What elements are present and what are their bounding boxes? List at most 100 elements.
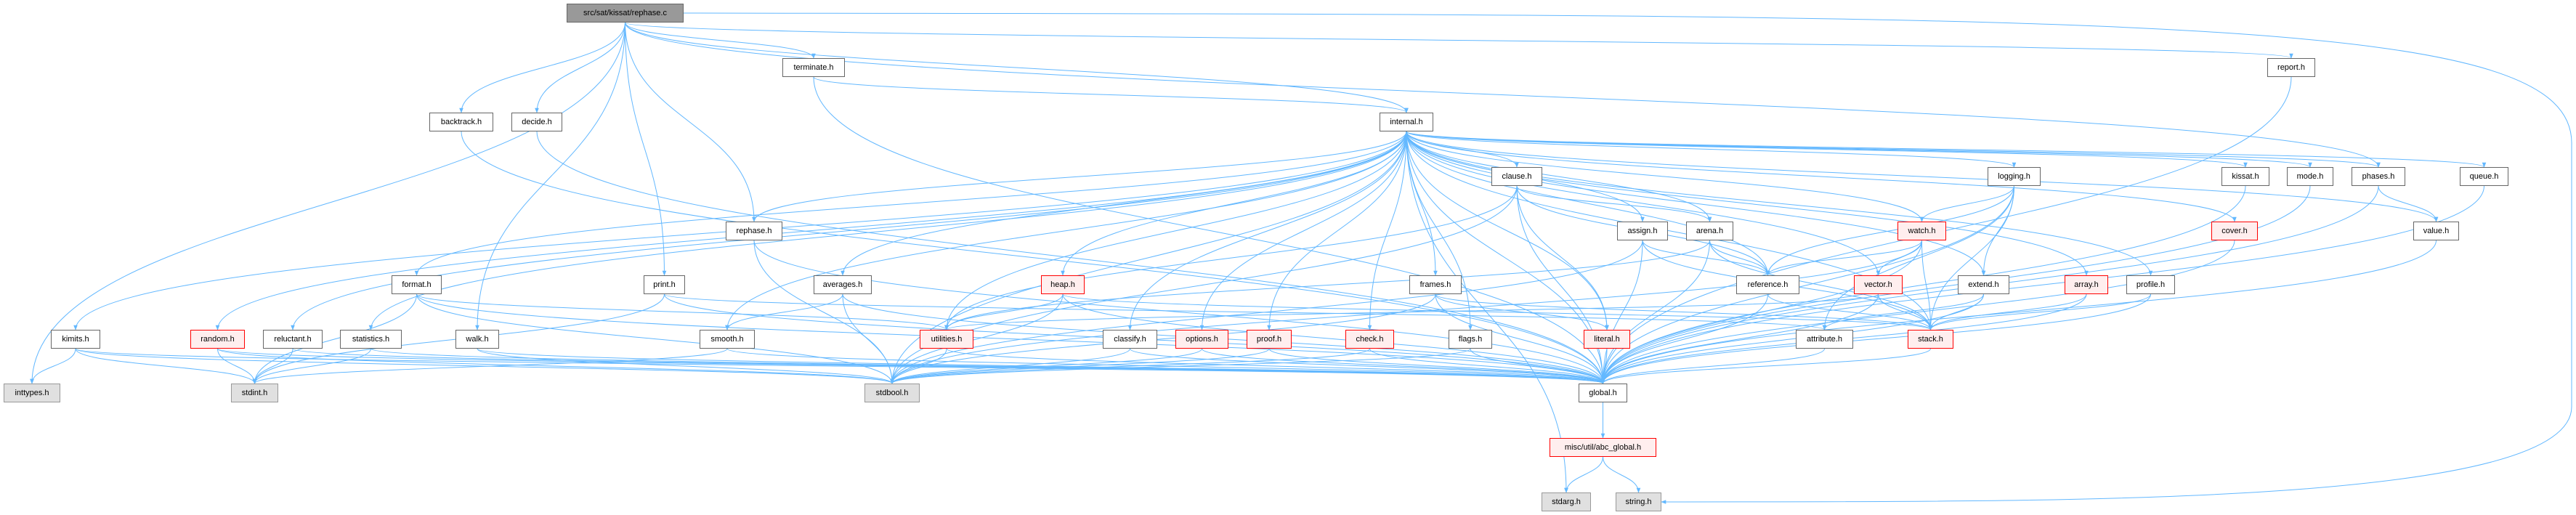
graph-node-decide[interactable]: decide.h [511,113,562,131]
graph-node-stdbool[interactable]: stdbool.h [864,384,920,402]
edge-frames-to-literal [1435,293,1609,331]
edge-logging-to-stack [1928,185,2014,331]
graph-node-proof[interactable]: proof.h [1247,330,1292,349]
edge-root-to-decide [535,22,625,113]
graph-node-inttypes[interactable]: inttypes.h [4,384,60,402]
edge-internal-to-arena [1406,131,1712,222]
edge-decide-to-global [536,131,1605,384]
edge-walk-to-global [477,348,1605,384]
graph-node-vector[interactable]: vector.h [1854,275,1903,294]
graph-node-profile[interactable]: profile.h [2126,275,2175,294]
edge-kimits-to-global [75,348,1605,384]
edge-internal-to-classify [1127,131,1407,331]
graph-node-stdarg[interactable]: stdarg.h [1542,492,1591,511]
graph-node-assign[interactable]: assign.h [1617,222,1668,240]
edge-kissat-to-global [1600,185,2246,384]
graph-node-reference[interactable]: reference.h [1736,275,1799,294]
graph-node-reluctant[interactable]: reluctant.h [263,330,323,349]
graph-node-statistics[interactable]: statistics.h [340,330,402,349]
edge-internal-to-smooth [725,131,1407,331]
graph-node-cover[interactable]: cover.h [2211,222,2258,240]
edge-abc_global-to-string [1603,456,1641,493]
graph-node-abc-global[interactable]: misc/util/abc_global.h [1550,438,1656,457]
edge-smooth-to-global [726,348,1605,384]
edge-format-to-stdint [252,293,417,384]
edge-internal-to-literal [1406,131,1609,331]
graph-node-global[interactable]: global.h [1579,384,1627,402]
graph-node-attribute[interactable]: attribute.h [1796,330,1853,349]
edge-internal-to-reference [1406,131,1770,276]
edge-kimits-to-inttypes [30,348,76,384]
edge-frames-to-stack [1435,293,1933,331]
graph-node-check[interactable]: check.h [1345,330,1394,349]
edge-internal-to-mode [1406,131,2312,168]
graph-node-logging[interactable]: logging.h [1988,167,2041,186]
edge-internal-to-statistics [368,131,1407,331]
edge-reluctant-to-stdint [252,348,293,384]
graph-node-literal[interactable]: literal.h [1584,330,1630,349]
edge-averages-to-stdbool [842,293,894,384]
edge-logging-to-watch [1919,185,2014,222]
edge-internal-to-watch [1406,131,1924,222]
graph-node-value[interactable]: value.h [2413,222,2459,240]
edge-clause-to-global [1516,185,1605,384]
graph-node-kimits[interactable]: kimits.h [51,330,100,349]
graph-node-utilities[interactable]: utilities.h [920,330,973,349]
graph-node-report[interactable]: report.h [2267,58,2315,77]
graph-node-classify[interactable]: classify.h [1103,330,1157,349]
graph-node-clause[interactable]: clause.h [1491,167,1542,186]
graph-node-rephaseh[interactable]: rephase.h [726,222,782,240]
graph-node-stack[interactable]: stack.h [1908,330,1953,349]
graph-node-string[interactable]: string.h [1616,492,1661,511]
edge-internal-to-random [215,131,1407,331]
edge-internal-to-profile [1406,131,2153,276]
graph-node-array[interactable]: array.h [2065,275,2108,294]
graph-node-internal[interactable]: internal.h [1380,113,1433,131]
edge-watch-to-reference [1765,240,1922,276]
graph-node-heap[interactable]: heap.h [1041,275,1085,294]
graph-node-watch[interactable]: watch.h [1897,222,1946,240]
edge-rephaseh-to-global [753,240,1605,384]
edge-arena-to-stack [1709,240,1933,331]
edge-internal-to-array [1406,131,2089,276]
edge-mode-to-global [1600,185,2311,384]
graph-node-options[interactable]: options.h [1175,330,1228,349]
graph-node-kissat[interactable]: kissat.h [2221,167,2269,186]
edge-internal-to-value [1406,131,2439,222]
edge-assign-to-global [1600,240,1643,384]
edge-root-to-print [625,22,667,276]
graph-node-root[interactable]: src/sat/kissat/rephase.c [567,4,684,23]
edge-vector-to-utilities [944,293,1879,331]
edge-internal-to-rephaseh [752,131,1407,222]
edge-abc_global-to-stdarg [1564,456,1603,493]
graph-node-averages[interactable]: averages.h [814,275,872,294]
graph-node-walk[interactable]: walk.h [455,330,499,349]
edge-internal-to-utilities [944,131,1407,331]
edge-clause-to-literal [1516,185,1609,331]
graph-node-arena[interactable]: arena.h [1686,222,1733,240]
edge-utilities-to-global [946,348,1605,384]
graph-node-queue[interactable]: queue.h [2460,167,2508,186]
graph-node-print[interactable]: print.h [644,275,685,294]
edge-arena-to-utilities [944,240,1710,331]
edge-root-to-report [625,22,2293,59]
graph-node-phases[interactable]: phases.h [2352,167,2405,186]
graph-node-flags[interactable]: flags.h [1449,330,1492,349]
edge-averages-to-smooth [725,293,843,331]
graph-node-stdint[interactable]: stdint.h [231,384,278,402]
graph-node-backtrack[interactable]: backtrack.h [429,113,493,131]
edge-logging-to-reference [1765,185,2014,276]
edge-random-to-stdbool [217,348,894,384]
edge-root-to-backtrack [459,22,625,113]
edge-smooth-to-stdint [252,348,728,384]
graph-node-frames[interactable]: frames.h [1409,275,1462,294]
graph-node-random[interactable]: random.h [190,330,245,349]
edge-extend-to-attribute [1822,293,1984,331]
graph-node-smooth[interactable]: smooth.h [700,330,755,349]
graph-node-terminate[interactable]: terminate.h [782,58,845,77]
graph-node-mode[interactable]: mode.h [2287,167,2333,186]
graph-node-extend[interactable]: extend.h [1958,275,2009,294]
graph-node-format[interactable]: format.h [392,275,442,294]
edge-internal-to-format [414,131,1407,276]
